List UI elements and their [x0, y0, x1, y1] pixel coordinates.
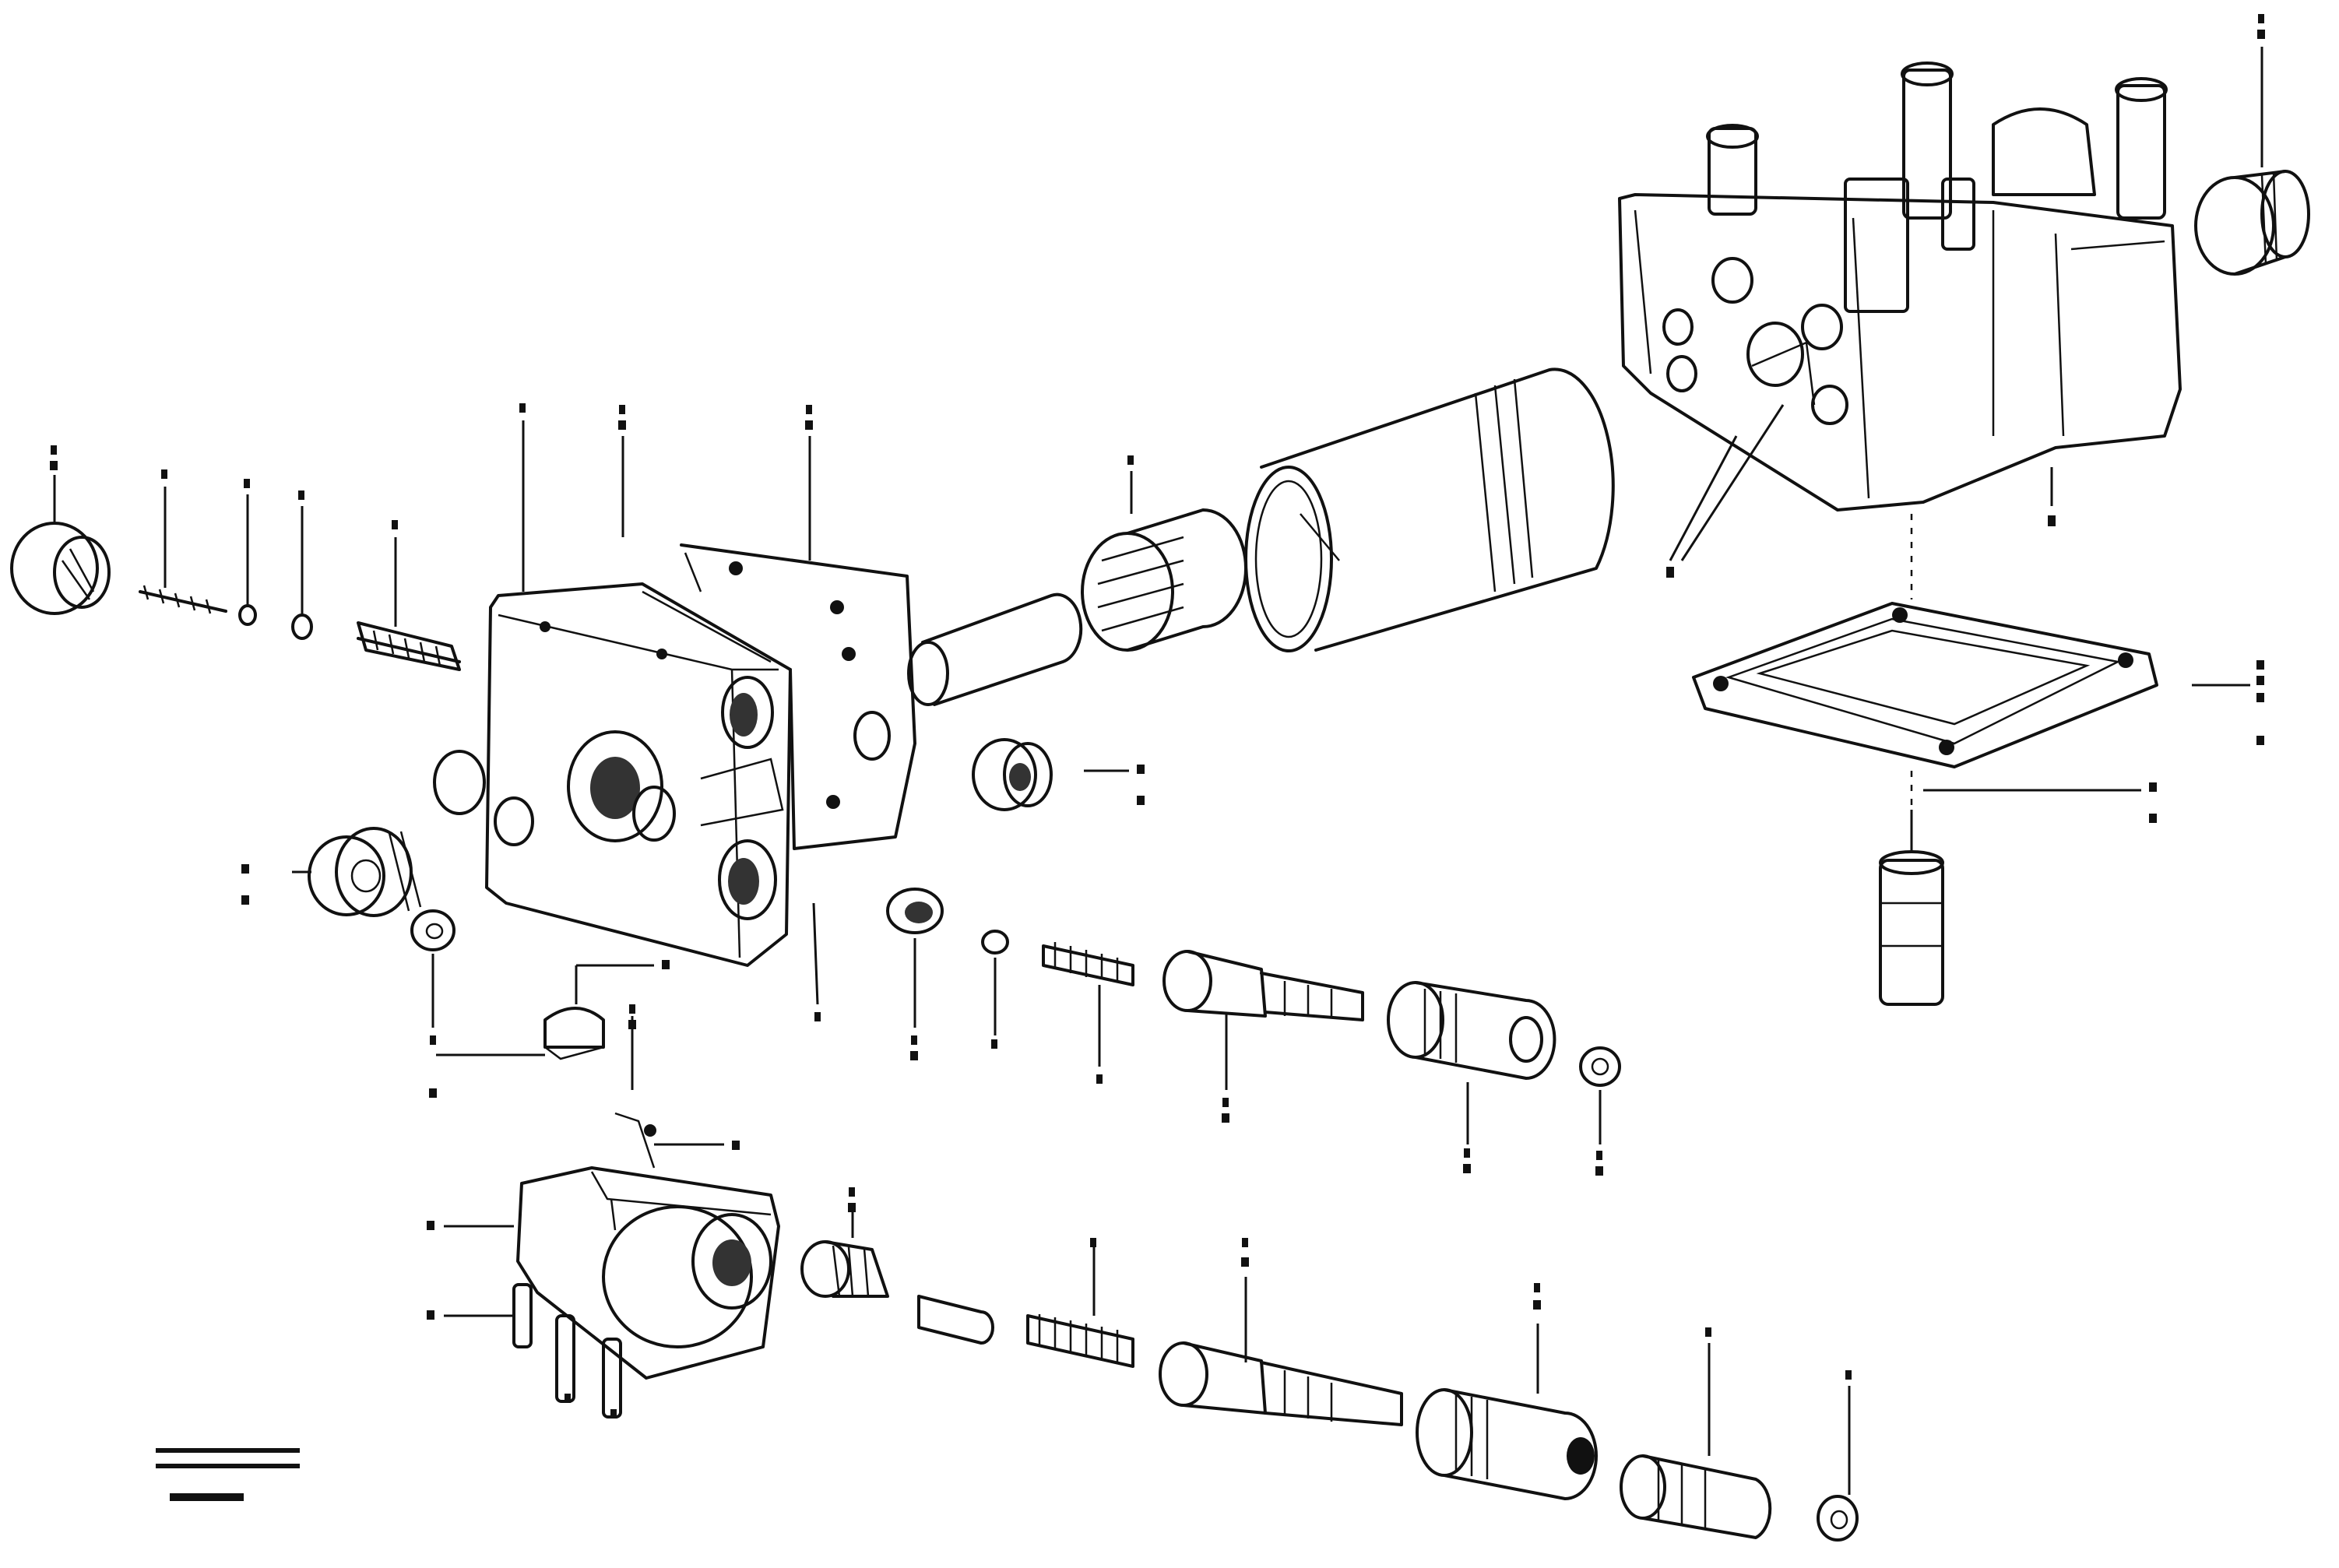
valve-housing-main: [1618, 62, 2182, 512]
valve-housing-lower: [512, 1112, 780, 1419]
spool-row-2: [800, 1240, 1859, 1542]
cap-small: [543, 1007, 605, 1060]
bushing-right-of-plate: [972, 738, 1053, 811]
valve-block-middle: [433, 543, 916, 967]
callout-number-marks: [50, 14, 2265, 1419]
end-cap: [2194, 170, 2310, 276]
gasket-plate: [1692, 602, 2158, 768]
adapter-left: [308, 827, 422, 917]
nut-left: [410, 909, 455, 951]
drawing-reference-block: [156, 1448, 300, 1501]
spool-row-1: [886, 888, 1621, 1087]
spring-seat-parts: [139, 585, 461, 671]
guide-pin: [1879, 514, 1944, 1006]
plug-screw-left: [10, 522, 111, 615]
callout-leaders: [53, 47, 2263, 1495]
threaded-sleeve: [1081, 508, 1247, 652]
connector-tube: [907, 592, 1083, 706]
cylinder-sleeve: [1244, 367, 1615, 652]
